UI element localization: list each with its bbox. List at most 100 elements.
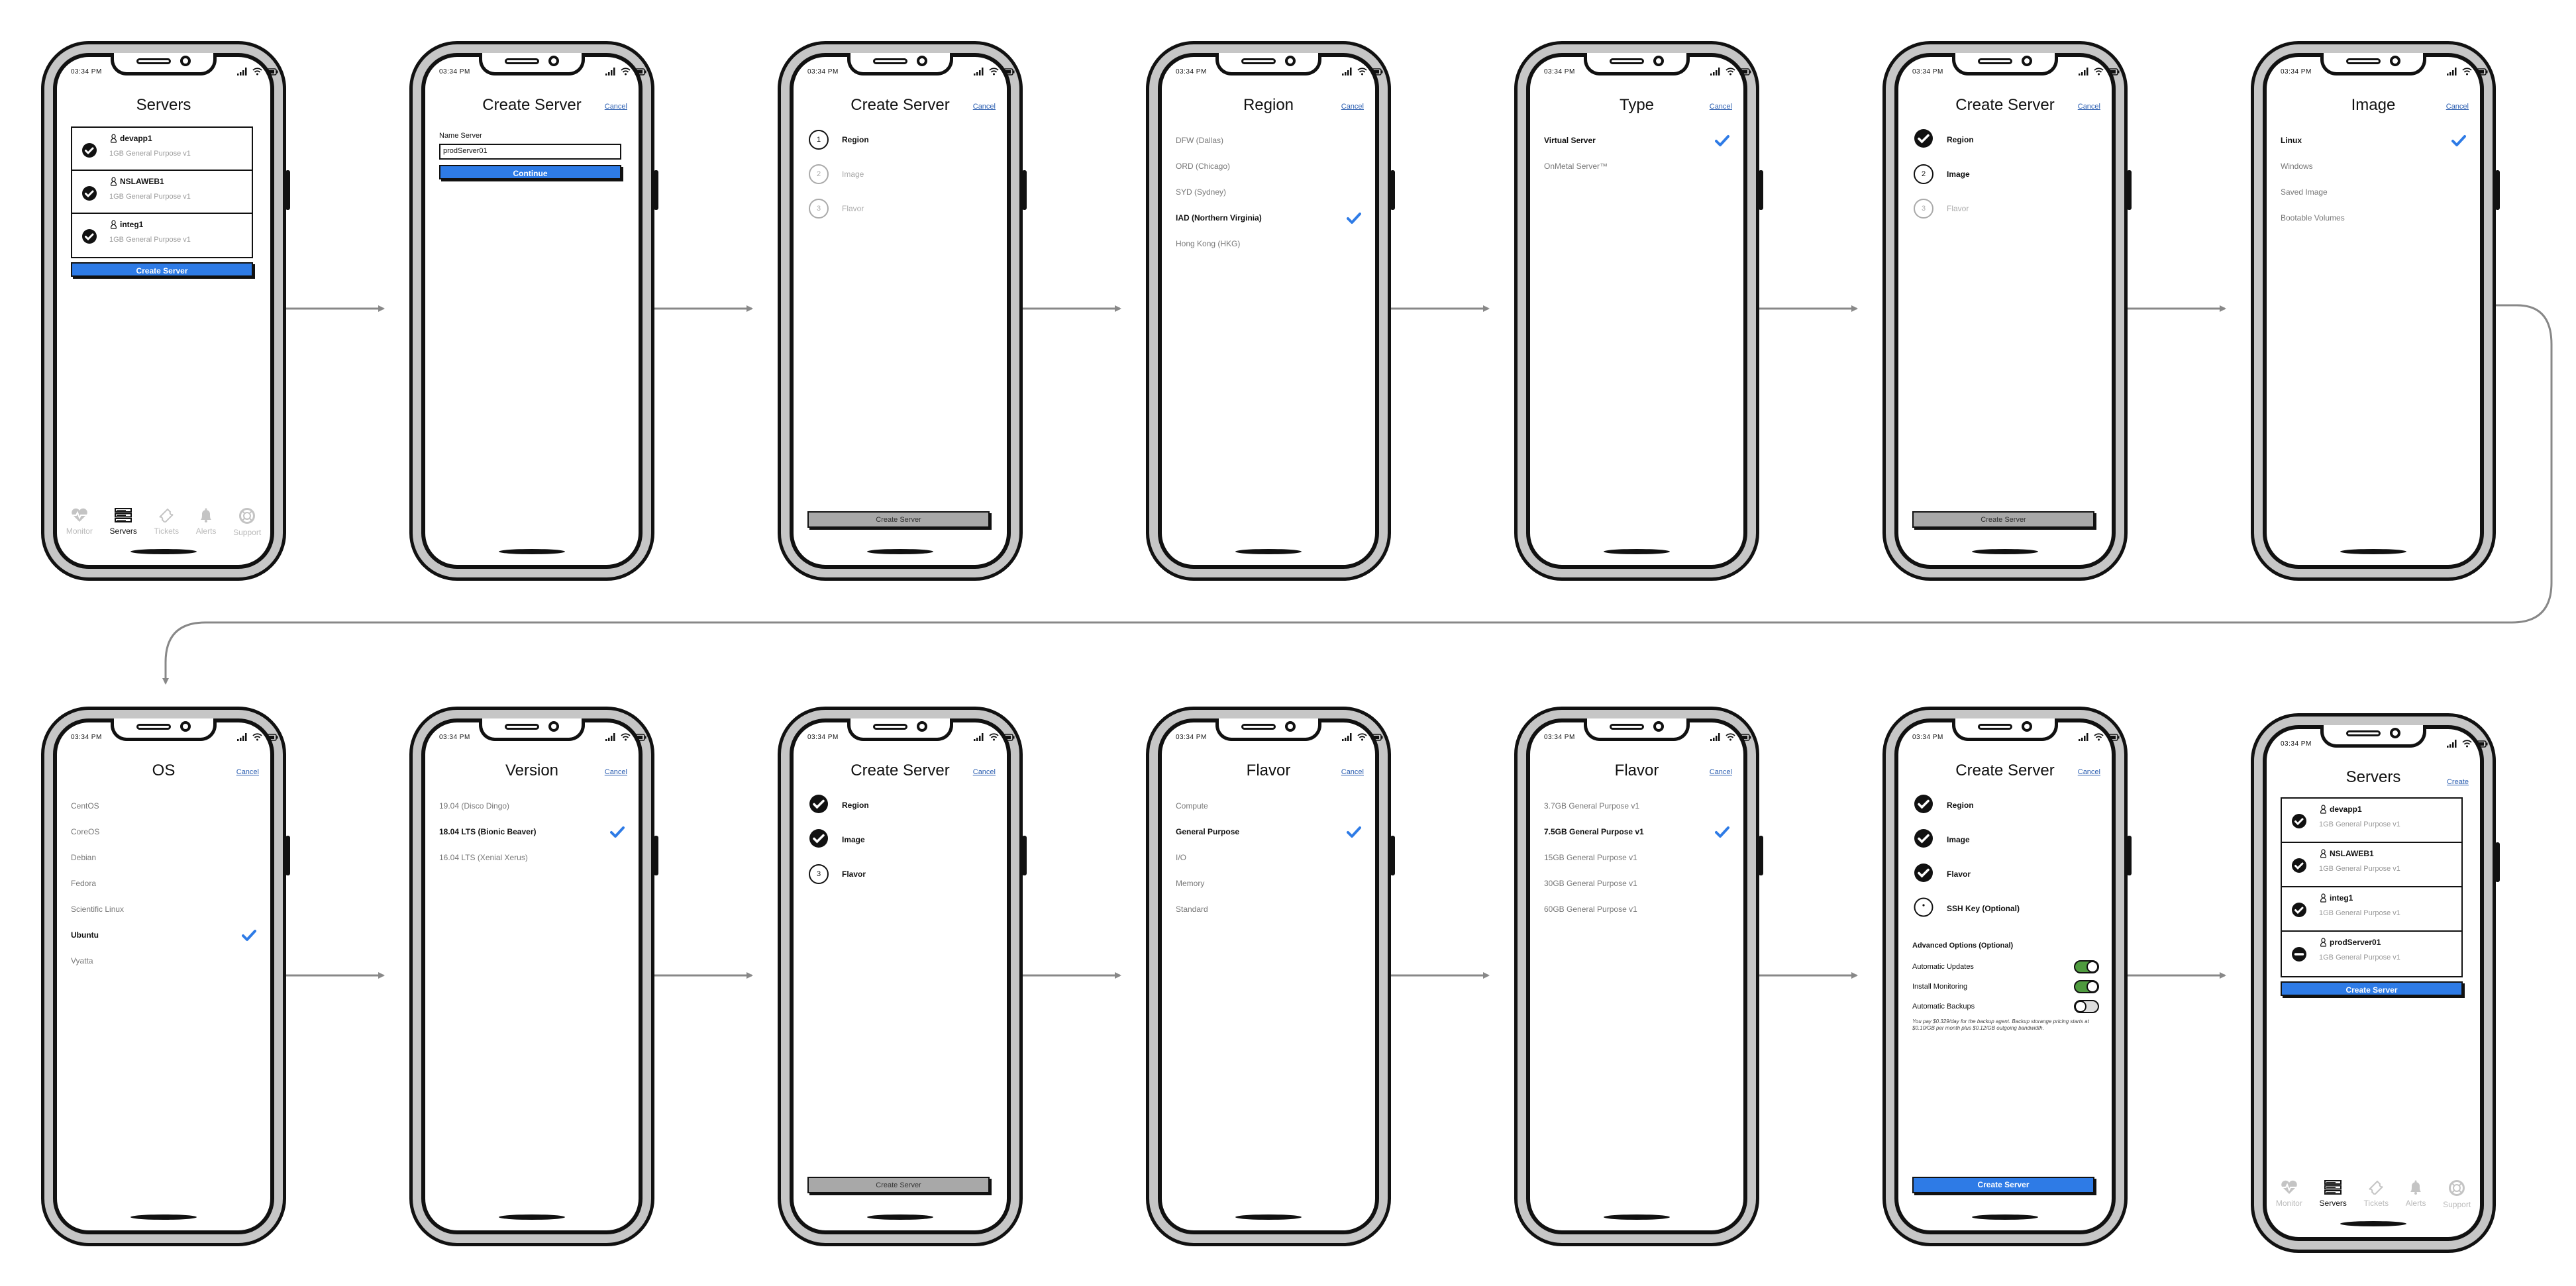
option-item[interactable]: 3.7GB General Purpose v1 <box>1544 801 1729 815</box>
name-server-input[interactable]: prodServer01 <box>439 144 621 160</box>
create-server-button-disabled: Create Server <box>807 1177 990 1193</box>
option-item[interactable]: Ubuntu <box>71 930 256 944</box>
option-item[interactable]: 15GB General Purpose v1 <box>1544 853 1729 866</box>
cancel-link[interactable]: Cancel <box>2446 103 2469 111</box>
option-item[interactable]: 7.5GB General Purpose v1 <box>1544 826 1729 840</box>
option-item[interactable]: 30GB General Purpose v1 <box>1544 879 1729 892</box>
step-image[interactable]: Image <box>809 828 865 849</box>
toggle-install-monitoring[interactable] <box>2074 980 2099 993</box>
option-item[interactable]: CentOS <box>71 801 256 815</box>
create-server-button[interactable]: Create Server <box>1912 1177 2094 1193</box>
option-label: DFW (Dallas) <box>1176 136 1223 145</box>
step-ssh[interactable]: SSH Key (Optional) <box>1914 897 2020 920</box>
tab-monitor[interactable]: Monitor <box>66 508 93 537</box>
option-item[interactable]: General Purpose <box>1176 826 1361 841</box>
screen-title: Region <box>1243 96 1294 114</box>
server-flavor: 1GB General Purpose v1 <box>109 193 191 201</box>
option-item[interactable]: DFW (Dallas) <box>1176 136 1361 149</box>
option-item[interactable]: Hong Kong (HKG) <box>1176 239 1361 252</box>
option-item[interactable]: ORD (Chicago) <box>1176 162 1361 175</box>
step-flavor[interactable]: Flavor <box>1914 863 1971 886</box>
option-item[interactable]: Virtual Server <box>1544 135 1729 149</box>
create-server-button[interactable]: Create Server <box>71 262 253 277</box>
option-item[interactable]: Scientific Linux <box>71 905 256 918</box>
status-time: 03:34 PM <box>1912 68 1943 75</box>
tab-servers[interactable]: Servers <box>2320 1180 2347 1209</box>
option-item[interactable]: Compute <box>1176 801 1361 815</box>
step-label: Flavor <box>1947 869 1971 879</box>
option-item[interactable]: 18.04 LTS (Bionic Beaver) <box>439 826 625 840</box>
option-item[interactable]: OnMetal Server™ <box>1544 162 1729 175</box>
option-item[interactable]: Windows <box>2281 162 2466 175</box>
tab-tickets[interactable]: Tickets <box>154 508 179 537</box>
option-label: Standard <box>1176 905 1208 914</box>
option-item[interactable]: Bootable Volumes <box>2281 213 2466 226</box>
home-indicator <box>1972 549 2038 554</box>
cancel-link[interactable]: Cancel <box>972 768 996 776</box>
option-item[interactable]: IAD (Northern Virginia) <box>1176 213 1361 226</box>
option-item[interactable]: CoreOS <box>71 827 256 840</box>
option-item[interactable]: Debian <box>71 853 256 866</box>
toggle-automatic-updates[interactable] <box>2074 960 2099 973</box>
cancel-link[interactable]: Cancel <box>1709 103 1732 111</box>
option-item[interactable]: 19.04 (Disco Dingo) <box>439 801 625 815</box>
cancel-link[interactable]: Cancel <box>1341 768 1364 776</box>
create-link[interactable]: Create <box>2446 778 2469 786</box>
option-item[interactable]: Linux <box>2281 135 2466 149</box>
cancel-link[interactable]: Cancel <box>604 768 627 776</box>
step-done-icon <box>1914 863 1933 886</box>
toggle-automatic-backups[interactable] <box>2074 1000 2099 1013</box>
tab-support[interactable]: Support <box>233 508 261 537</box>
option-item[interactable]: Vyatta <box>71 956 256 969</box>
selected-check-icon <box>1347 826 1361 841</box>
option-item[interactable]: SYD (Sydney) <box>1176 187 1361 201</box>
step-region[interactable]: Region <box>809 794 869 815</box>
step-region[interactable]: Region <box>1914 794 1974 815</box>
cancel-link[interactable]: Cancel <box>604 103 627 111</box>
tab-tickets[interactable]: Tickets <box>2364 1180 2389 1209</box>
step-region[interactable]: Region <box>1914 128 1974 149</box>
cancel-link[interactable]: Cancel <box>1709 768 1732 776</box>
option-item[interactable]: I/O <box>1176 853 1361 866</box>
cancel-link[interactable]: Cancel <box>2077 103 2100 111</box>
continue-button[interactable]: Continue <box>439 165 621 179</box>
server-name: devapp1 <box>120 134 152 143</box>
tab-alerts[interactable]: Alerts <box>2406 1180 2426 1209</box>
notch <box>479 53 585 75</box>
option-item[interactable]: Saved Image <box>2281 187 2466 201</box>
tab-monitor[interactable]: Monitor <box>2276 1180 2302 1209</box>
option-item[interactable]: 60GB General Purpose v1 <box>1544 905 1729 918</box>
screen-title: Create Server <box>482 96 582 114</box>
cancel-link[interactable]: Cancel <box>972 103 996 111</box>
cancel-link[interactable]: Cancel <box>236 768 259 776</box>
cancel-link[interactable]: Cancel <box>2077 768 2100 776</box>
toggle-knob <box>2087 961 2098 973</box>
option-item[interactable]: Standard <box>1176 905 1361 918</box>
option-item[interactable]: Memory <box>1176 879 1361 892</box>
option-item[interactable]: Fedora <box>71 879 256 892</box>
cancel-link[interactable]: Cancel <box>1341 103 1364 111</box>
tab-servers[interactable]: Servers <box>110 508 137 537</box>
battery-icon <box>635 67 646 79</box>
tab-support[interactable]: Support <box>2443 1180 2471 1209</box>
step-image[interactable]: Image <box>1914 828 1970 849</box>
create-server-button[interactable]: Create Server <box>2281 981 2463 996</box>
camera-icon <box>1653 56 1664 66</box>
tab-alerts[interactable]: Alerts <box>196 508 216 537</box>
step-optional-icon <box>1914 897 1933 920</box>
option-item[interactable]: 16.04 LTS (Xenial Xerus) <box>439 853 625 866</box>
